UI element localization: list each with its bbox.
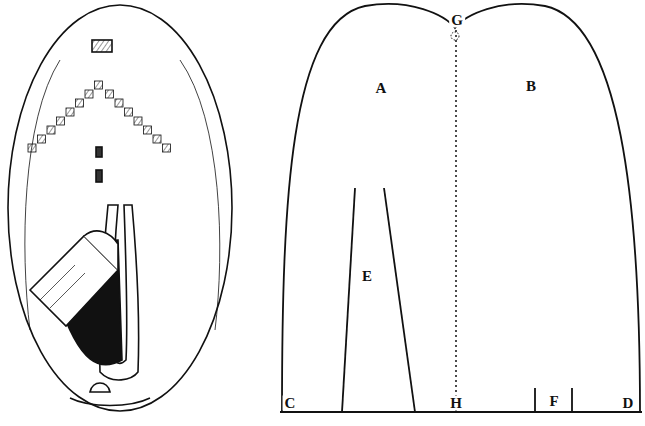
stitch-block	[66, 108, 74, 116]
bandage-fold	[84, 231, 118, 270]
stitch-block	[144, 126, 152, 134]
pattern-outline	[282, 4, 640, 412]
stitch-dash	[96, 170, 102, 182]
stitch-block	[38, 135, 46, 143]
stitch-block	[47, 126, 55, 134]
tick-mark	[534, 388, 536, 412]
fold-line	[455, 30, 457, 412]
part-letter: A	[374, 81, 389, 96]
slipper-figure	[8, 5, 232, 411]
pattern-figure	[280, 4, 642, 412]
stitch-block	[106, 90, 114, 98]
part-letter: B	[524, 79, 538, 94]
bandage-lines	[40, 265, 85, 308]
notch-mark	[451, 32, 459, 40]
heel-knob	[90, 383, 110, 392]
stitch-block	[153, 135, 161, 143]
part-letter: E	[360, 269, 374, 284]
part-letter: G	[449, 13, 465, 28]
stitch-block	[28, 144, 36, 152]
stitch-band	[28, 81, 171, 152]
stitch-block	[125, 108, 133, 116]
stitch-block	[85, 90, 93, 98]
stitch-block	[76, 99, 84, 107]
stitch-dash	[96, 147, 102, 157]
stitch-block	[163, 144, 171, 152]
slit-line	[342, 188, 355, 412]
stitch-block	[134, 117, 142, 125]
tick-mark	[571, 388, 573, 412]
outer-outline	[8, 5, 232, 411]
stitch-block	[95, 81, 103, 89]
part-letter: H	[448, 396, 464, 411]
part-letter: F	[547, 394, 560, 409]
slit-line	[384, 188, 415, 412]
base-line	[280, 411, 642, 413]
stitch-block	[115, 99, 123, 107]
stitch-block	[57, 117, 65, 125]
shading	[180, 60, 220, 330]
part-letter: C	[283, 396, 298, 411]
stitch-top	[92, 40, 112, 52]
heel-base	[70, 398, 150, 406]
part-letter: D	[621, 396, 636, 411]
